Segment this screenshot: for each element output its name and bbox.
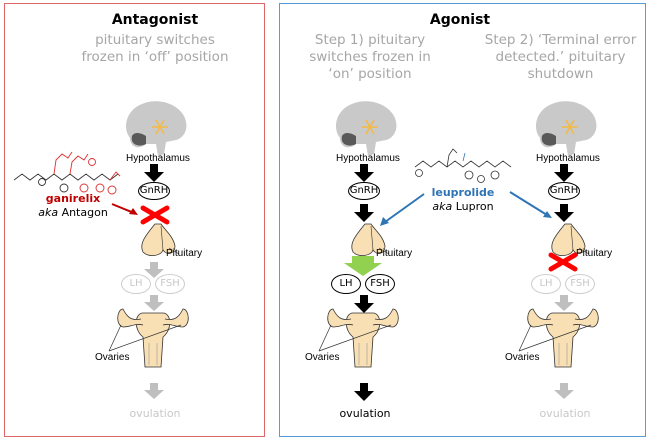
uterus-icon bbox=[318, 308, 399, 368]
pituitary-icon bbox=[551, 223, 590, 256]
block-cross-icon bbox=[548, 252, 578, 272]
brain-icon bbox=[536, 101, 597, 156]
uterus-icon bbox=[108, 308, 189, 368]
fsh-oval: FSH bbox=[565, 274, 595, 294]
block-cross-icon bbox=[140, 205, 170, 225]
step1-subtitle-line1: Step 1) pituitary bbox=[314, 32, 426, 48]
antagonist-subtitle-line2: frozen in ‘off’ position bbox=[81, 49, 229, 65]
arrow-down-icon bbox=[354, 204, 374, 222]
step2-subtitle-line1: Step 2) ‘Terminal error bbox=[484, 32, 637, 48]
antagonist-subtitle: pituitary switches frozen in ‘off’ posit… bbox=[60, 32, 250, 66]
step1-subtitle-line2: switches frozen in bbox=[309, 49, 431, 65]
ganirelix-molecule-icon bbox=[13, 151, 121, 195]
aka-prefix: aka bbox=[432, 200, 453, 213]
pituitary-label: Pituitary bbox=[376, 248, 413, 259]
lupron-name: Lupron bbox=[455, 200, 494, 213]
step1-subtitle-line3: ‘on’ position bbox=[328, 66, 412, 82]
arrow-down-icon-gray bbox=[554, 295, 574, 311]
leuprolide-drug-label: leuprolide aka Lupron bbox=[423, 186, 503, 214]
hypothalamus-label: Hypothalamus bbox=[126, 153, 190, 164]
lh-oval: LH bbox=[121, 274, 151, 294]
arrow-down-icon bbox=[354, 295, 374, 313]
arrow-down-icon bbox=[354, 383, 374, 401]
surge-arrow-icon bbox=[344, 256, 382, 276]
hypothalamus-label: Hypothalamus bbox=[536, 153, 600, 164]
gnrh-oval: GnRH bbox=[348, 182, 380, 200]
ovaries-label: Ovaries bbox=[95, 352, 130, 363]
fsh-oval: FSH bbox=[365, 274, 395, 294]
ganirelix-name: ganirelix bbox=[45, 192, 101, 205]
lh-oval: LH bbox=[331, 274, 361, 294]
brain-icon bbox=[336, 101, 397, 156]
uterus-icon bbox=[518, 308, 599, 368]
pituitary-icon bbox=[351, 223, 390, 256]
ovulation-label: ovulation bbox=[339, 407, 391, 420]
ovulation-label: ovulation bbox=[129, 407, 181, 420]
leuprolide-arrow-right-icon bbox=[509, 191, 552, 218]
pituitary-label: Pituitary bbox=[166, 248, 203, 259]
arrow-down-icon-gray bbox=[144, 383, 164, 399]
arrow-down-icon-gray bbox=[144, 262, 164, 278]
ovulation-label: ovulation bbox=[539, 407, 591, 420]
pituitary-icon bbox=[141, 223, 180, 256]
arrow-down-icon bbox=[554, 204, 574, 222]
ganirelix-drug-label: ganirelix aka Antagon bbox=[38, 192, 108, 220]
hypothalamus-label: Hypothalamus bbox=[336, 153, 400, 164]
agonist-panel bbox=[279, 3, 646, 437]
pituitary-label: Pituitary bbox=[576, 248, 613, 259]
step2-subtitle-line3: shutdown bbox=[527, 66, 594, 82]
fsh-oval: FSH bbox=[155, 274, 185, 294]
arrow-down-icon-gray bbox=[554, 383, 574, 399]
leuprolide-molecule-icon bbox=[414, 148, 512, 183]
ganirelix-arrow-icon bbox=[111, 203, 138, 215]
arrow-down-icon bbox=[354, 164, 374, 182]
agonist-title: Agonist bbox=[429, 12, 491, 28]
gnrh-oval: GnRH bbox=[138, 182, 170, 200]
brain-icon bbox=[126, 101, 187, 156]
ovaries-label: Ovaries bbox=[505, 352, 540, 363]
antagonist-title: Antagonist bbox=[111, 12, 199, 28]
step2-subtitle: Step 2) ‘Terminal error detected.’ pitui… bbox=[478, 32, 643, 83]
arrow-down-icon bbox=[144, 164, 164, 182]
antagon-name: Antagon bbox=[61, 206, 108, 219]
ovaries-label: Ovaries bbox=[305, 352, 340, 363]
aka-prefix: aka bbox=[38, 206, 59, 219]
leuprolide-arrow-left-icon bbox=[380, 193, 425, 226]
step2-subtitle-line2: detected.’ pituitary bbox=[495, 49, 626, 65]
step1-subtitle: Step 1) pituitary switches frozen in ‘on… bbox=[295, 32, 445, 83]
antagonist-panel bbox=[4, 3, 265, 437]
gnrh-oval: GnRH bbox=[548, 182, 580, 200]
arrow-down-icon-gray bbox=[144, 295, 164, 311]
leuprolide-name: leuprolide bbox=[431, 186, 495, 199]
lh-oval: LH bbox=[531, 274, 561, 294]
arrow-down-icon bbox=[554, 164, 574, 182]
antagonist-subtitle-line1: pituitary switches bbox=[95, 32, 215, 48]
